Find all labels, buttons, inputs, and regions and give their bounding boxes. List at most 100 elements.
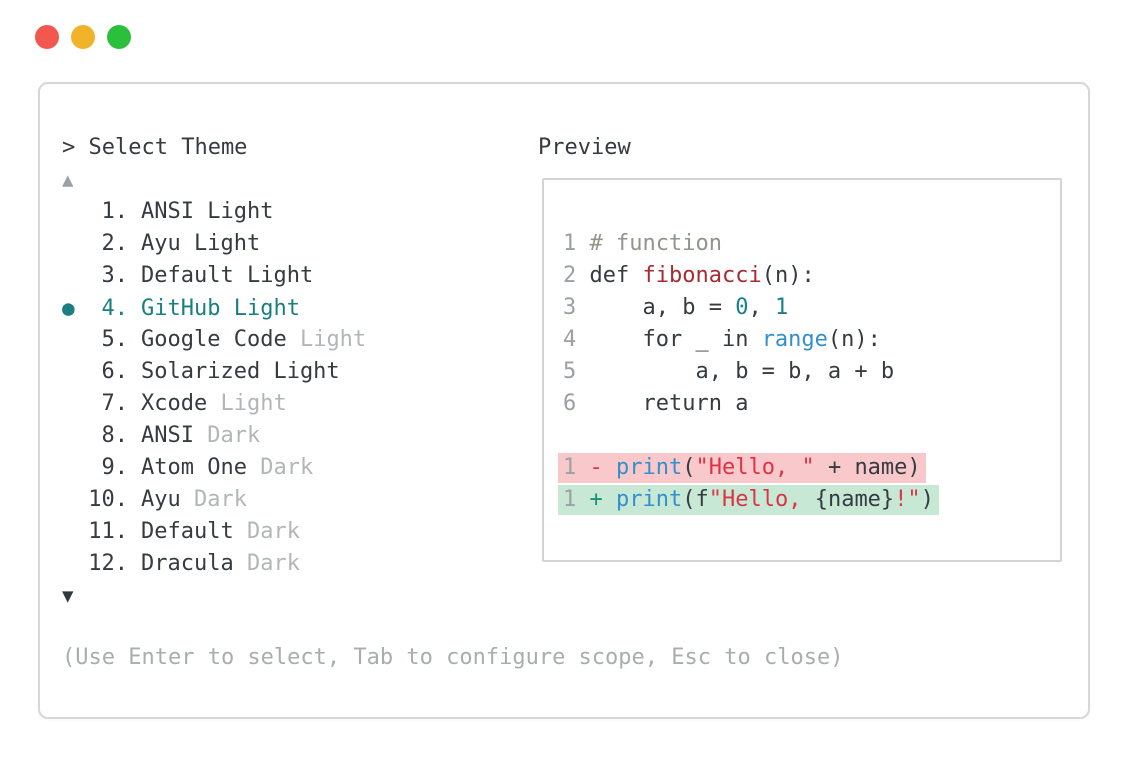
theme-variant-muted: Dark [246, 455, 314, 480]
theme-list-item[interactable]: 3. Default Light [62, 260, 843, 292]
theme-variant-muted: Dark [233, 519, 300, 544]
theme-list-item[interactable]: 2. Ayu Light [62, 228, 843, 260]
theme-list-item[interactable]: 10. Ayu Dark [62, 484, 843, 516]
theme-variant-muted: Dark [193, 423, 261, 448]
theme-name: Default [141, 519, 234, 544]
code-token: # function [589, 231, 722, 256]
theme-name: Default Light [141, 263, 314, 288]
theme-picker-window: > Select Theme ▲ 1. ANSI Light 2. Ayu Light… [38, 82, 1090, 719]
code-token: + [589, 487, 603, 512]
code-token [603, 455, 616, 480]
diff-line-added: 1 + print(f"Hello, {name}!") [558, 484, 939, 516]
theme-list-item[interactable]: 9. Atom One Dark [62, 452, 843, 484]
code-token: print [616, 455, 683, 480]
code-line: 6 return a [563, 388, 939, 420]
code-token: for _ in [576, 327, 762, 352]
theme-list-item[interactable]: 8. ANSI Dark [62, 420, 843, 452]
theme-list-item[interactable]: ●4.GitHub Light [62, 292, 843, 324]
code-line: 2 def fibonacci(n): [563, 260, 939, 292]
theme-list-item[interactable]: 1. ANSI Light [62, 196, 843, 228]
code-token: return a [576, 391, 749, 416]
code-token: + name) [814, 455, 921, 480]
code-token [576, 455, 589, 480]
window-controls [35, 25, 131, 49]
code-token: a, b = [576, 295, 736, 320]
theme-number: 9. [101, 455, 129, 480]
code-token: !" [894, 487, 921, 512]
code-token: 3 [563, 295, 577, 320]
theme-number: 11. [88, 519, 128, 544]
theme-name: Ayu Light [141, 231, 261, 256]
scroll-down-icon[interactable]: ▼ [62, 585, 74, 607]
code-token: (n): [827, 327, 881, 352]
theme-list-item[interactable]: 6. Solarized Light [62, 356, 843, 388]
theme-name: GitHub Light [141, 296, 300, 321]
theme-name: Ayu [141, 487, 181, 512]
theme-number: 2. [101, 231, 129, 256]
code-token: 0 [735, 295, 749, 320]
theme-number: 5. [101, 327, 129, 352]
code-token: "Hello, " [695, 455, 815, 480]
code-token: "Hello, [708, 487, 815, 512]
theme-name: Google Code [141, 327, 287, 352]
theme-number: 7. [101, 391, 129, 416]
code-token: (f [682, 487, 709, 512]
theme-variant-muted: Light [207, 391, 287, 416]
diff-highlight: 1 + print(f"Hello, {name}!") [558, 485, 939, 515]
code-token: - [589, 455, 603, 480]
minimize-button[interactable] [71, 25, 95, 49]
theme-list-item[interactable]: 11. Default Dark [62, 516, 843, 548]
theme-name: ANSI [141, 423, 194, 448]
theme-number: 8. [101, 423, 129, 448]
select-theme-prompt: > Select Theme [62, 135, 248, 160]
theme-number: 1. [101, 199, 129, 224]
theme-number: 12. [88, 551, 128, 576]
theme-variant-muted: Dark [233, 551, 300, 576]
theme-name: Xcode [141, 391, 208, 416]
theme-variant-muted: Light [286, 327, 367, 352]
code-token: def [576, 263, 643, 288]
code-line [563, 420, 939, 452]
theme-list-item[interactable]: 5. Google Code Light [62, 324, 843, 356]
code-token [603, 487, 616, 512]
theme-selector-pane: > Select Theme ▲ 1. ANSI Light 2. Ayu Light… [62, 132, 843, 674]
close-button[interactable] [35, 25, 59, 49]
code-line: 4 for _ in range(n): [563, 324, 939, 356]
code-token: ( [682, 455, 696, 480]
code-token: 1 [563, 487, 577, 512]
code-token: print [616, 487, 683, 512]
code-token: ) [920, 487, 934, 512]
code-token: 1 [563, 455, 577, 480]
theme-list-item[interactable]: 7. Xcode Light [62, 388, 843, 420]
code-token: a, b = b, a + b [576, 359, 895, 384]
code-token: {name} [814, 487, 895, 512]
theme-list-item[interactable]: 12. Dracula Dark [62, 548, 843, 580]
code-line: 1 # function [563, 228, 939, 260]
scroll-up-icon[interactable]: ▲ [62, 169, 74, 191]
code-token: , [748, 295, 775, 320]
zoom-button[interactable] [107, 25, 131, 49]
theme-name: Dracula [141, 551, 234, 576]
theme-name: Solarized Light [141, 359, 340, 384]
theme-name: ANSI Light [141, 199, 274, 224]
code-token: 4 [563, 327, 577, 352]
code-token [576, 231, 589, 256]
code-token: 5 [563, 359, 577, 384]
theme-number: 3. [101, 263, 129, 288]
code-token: 1 [774, 295, 789, 320]
code-token: (n): [761, 263, 815, 288]
theme-name: Atom One [141, 455, 247, 480]
preview-title: Preview [538, 135, 631, 160]
code-token: 1 [563, 231, 577, 256]
code-token: range [761, 327, 828, 352]
theme-number: 10. [88, 487, 128, 512]
theme-variant-muted: Dark [180, 487, 247, 512]
theme-number: 6. [101, 359, 129, 384]
code-token: 6 [563, 391, 577, 416]
theme-list: 1. ANSI Light 2. Ayu Light 3. Default Light ●4… [62, 196, 843, 580]
code-line: 5 a, b = b, a + b [563, 356, 939, 388]
code-token [576, 487, 589, 512]
